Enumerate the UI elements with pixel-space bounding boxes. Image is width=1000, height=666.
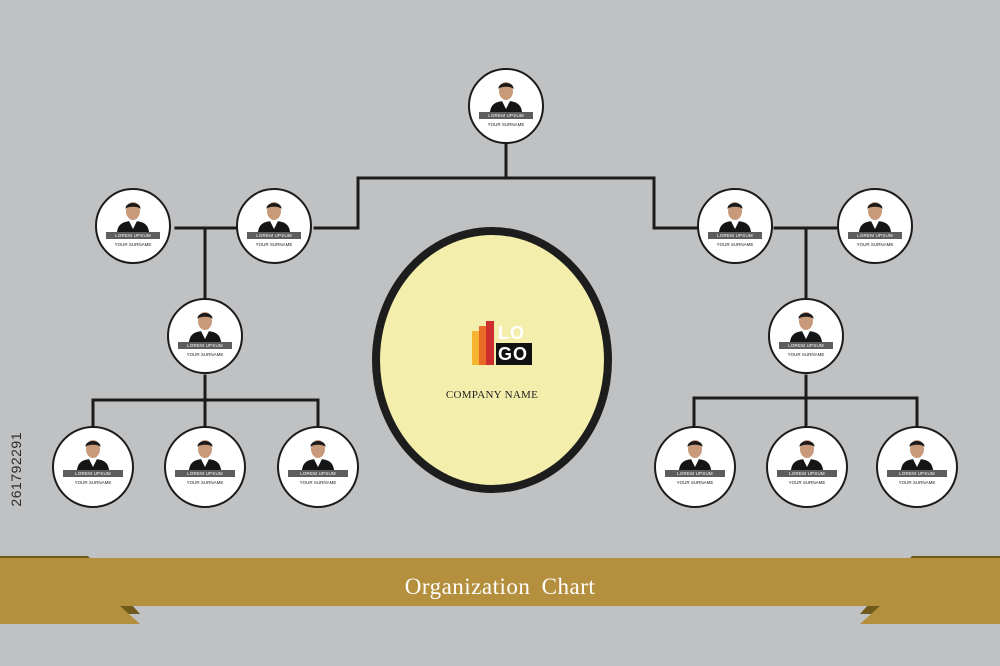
- person-avatar-icon: [719, 202, 751, 232]
- stock-image-id: 261792291: [8, 432, 24, 507]
- node-name: LOREM UPSUM: [178, 342, 232, 349]
- logo-text-bottom: GO: [498, 344, 529, 364]
- person-avatar-icon: [791, 440, 823, 470]
- node-name: LOREM UPSUM: [288, 470, 348, 477]
- node-surname: YOUR SURNAME: [856, 242, 894, 247]
- node-name: LOREM UPSUM: [665, 470, 725, 477]
- company-name: COMPANY NAME: [445, 389, 539, 401]
- org-node-right-c3: LOREM UPSUM YOUR SURNAME: [876, 426, 958, 508]
- person-avatar-icon: [490, 82, 522, 112]
- person-avatar-icon: [302, 440, 334, 470]
- person-avatar-icon: [189, 440, 221, 470]
- node-name: LOREM UPSUM: [106, 232, 160, 239]
- person-avatar-icon: [679, 440, 711, 470]
- node-surname: YOUR SURNAME: [788, 480, 826, 485]
- node-surname: YOUR SURNAME: [186, 480, 224, 485]
- node-name: LOREM UPSUM: [479, 112, 533, 119]
- logo-text-top: LO: [498, 323, 525, 343]
- node-surname: YOUR SURNAME: [787, 352, 825, 357]
- person-avatar-icon: [77, 440, 109, 470]
- person-avatar-icon: [859, 202, 891, 232]
- node-surname: YOUR SURNAME: [487, 122, 525, 127]
- company-logo-circle: LO GO COMPANY NAME: [372, 227, 612, 493]
- person-avatar-icon: [258, 202, 290, 232]
- node-name: LOREM UPSUM: [848, 232, 902, 239]
- org-node-right-b: LOREM UPSUM YOUR SURNAME: [837, 188, 913, 264]
- chart-title: Organization Chart: [404, 574, 596, 599]
- title-banner: [0, 556, 1000, 624]
- org-node-left-b: LOREM UPSUM YOUR SURNAME: [236, 188, 312, 264]
- person-avatar-icon: [117, 202, 149, 232]
- org-node-left-mid: LOREM UPSUM YOUR SURNAME: [167, 298, 243, 374]
- org-node-left-a: LOREM UPSUM YOUR SURNAME: [95, 188, 171, 264]
- node-surname: YOUR SURNAME: [255, 242, 293, 247]
- node-name: LOREM UPSUM: [779, 342, 833, 349]
- org-node-left-c3: LOREM UPSUM YOUR SURNAME: [277, 426, 359, 508]
- person-avatar-icon: [189, 312, 221, 342]
- org-node-right-c1: LOREM UPSUM YOUR SURNAME: [654, 426, 736, 508]
- org-node-ceo: LOREM UPSUM YOUR SURNAME: [468, 68, 544, 144]
- node-surname: YOUR SURNAME: [898, 480, 936, 485]
- node-name: LOREM UPSUM: [63, 470, 123, 477]
- person-avatar-icon: [901, 440, 933, 470]
- company-logo-mark: [472, 321, 532, 365]
- person-avatar-icon: [790, 312, 822, 342]
- org-node-right-a: LOREM UPSUM YOUR SURNAME: [697, 188, 773, 264]
- node-surname: YOUR SURNAME: [299, 480, 337, 485]
- org-node-right-c2: LOREM UPSUM YOUR SURNAME: [766, 426, 848, 508]
- org-node-right-mid: LOREM UPSUM YOUR SURNAME: [768, 298, 844, 374]
- node-surname: YOUR SURNAME: [716, 242, 754, 247]
- org-node-left-c1: LOREM UPSUM YOUR SURNAME: [52, 426, 134, 508]
- org-node-left-c2: LOREM UPSUM YOUR SURNAME: [164, 426, 246, 508]
- node-surname: YOUR SURNAME: [74, 480, 112, 485]
- node-surname: YOUR SURNAME: [186, 352, 224, 357]
- node-name: LOREM UPSUM: [887, 470, 947, 477]
- node-surname: YOUR SURNAME: [676, 480, 714, 485]
- node-name: LOREM UPSUM: [175, 470, 235, 477]
- node-name: LOREM UPSUM: [708, 232, 762, 239]
- node-name: LOREM UPSUM: [247, 232, 301, 239]
- node-surname: YOUR SURNAME: [114, 242, 152, 247]
- node-name: LOREM UPSUM: [777, 470, 837, 477]
